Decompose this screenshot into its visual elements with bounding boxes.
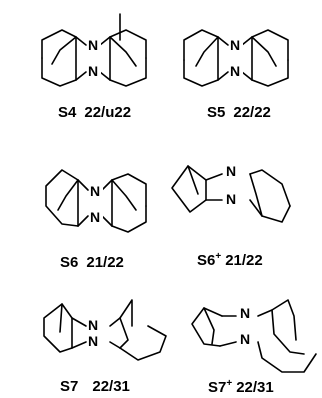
atom-n: N: [88, 37, 98, 53]
caption-s4: S4 22/u22: [58, 104, 131, 121]
atom-n: N: [226, 163, 236, 179]
atom-n: N: [240, 331, 250, 347]
structure-ratio: 21/22: [86, 254, 124, 271]
atom-n: N: [240, 305, 250, 321]
atom-n: N: [230, 63, 240, 79]
structure-ratio: 22/22: [233, 104, 271, 121]
charge-superscript: +: [215, 251, 222, 262]
atom-n: N: [88, 333, 98, 349]
structure-ratio: 22/31: [236, 379, 274, 396]
caption-s7-plus: S7+22/31: [208, 378, 274, 396]
caption-s5: S5 22/22: [207, 104, 271, 121]
caption-s6-plus: S6+21/22: [197, 251, 263, 269]
atom-n: N: [90, 209, 100, 225]
structure-ratio: 22/31: [92, 378, 130, 395]
structure-id: S7: [208, 379, 227, 396]
molecule-s5: [183, 29, 289, 87]
structure-id: S5: [207, 104, 226, 121]
caption-s6: S6 21/22: [60, 254, 124, 271]
structure-id: S7: [60, 378, 79, 395]
structure-ratio: 22/u22: [84, 104, 132, 121]
atom-n: N: [230, 37, 240, 53]
structure-id: S4: [58, 104, 77, 121]
charge-superscript: +: [226, 378, 233, 389]
atom-n: N: [226, 191, 236, 207]
structure-ratio: 21/22: [225, 252, 263, 269]
molecule-s6-plus: [171, 165, 291, 223]
atom-n: N: [88, 317, 98, 333]
caption-s7: S7 22/31: [60, 378, 130, 395]
atom-n: N: [90, 183, 100, 199]
structure-id: S6: [197, 252, 216, 269]
structure-id: S6: [60, 254, 79, 271]
atom-n: N: [88, 63, 98, 79]
molecule-s7-plus: [191, 299, 317, 373]
molecule-s7: [43, 299, 167, 361]
molecule-s6: [45, 169, 147, 233]
molecule-s4: [41, 13, 147, 87]
